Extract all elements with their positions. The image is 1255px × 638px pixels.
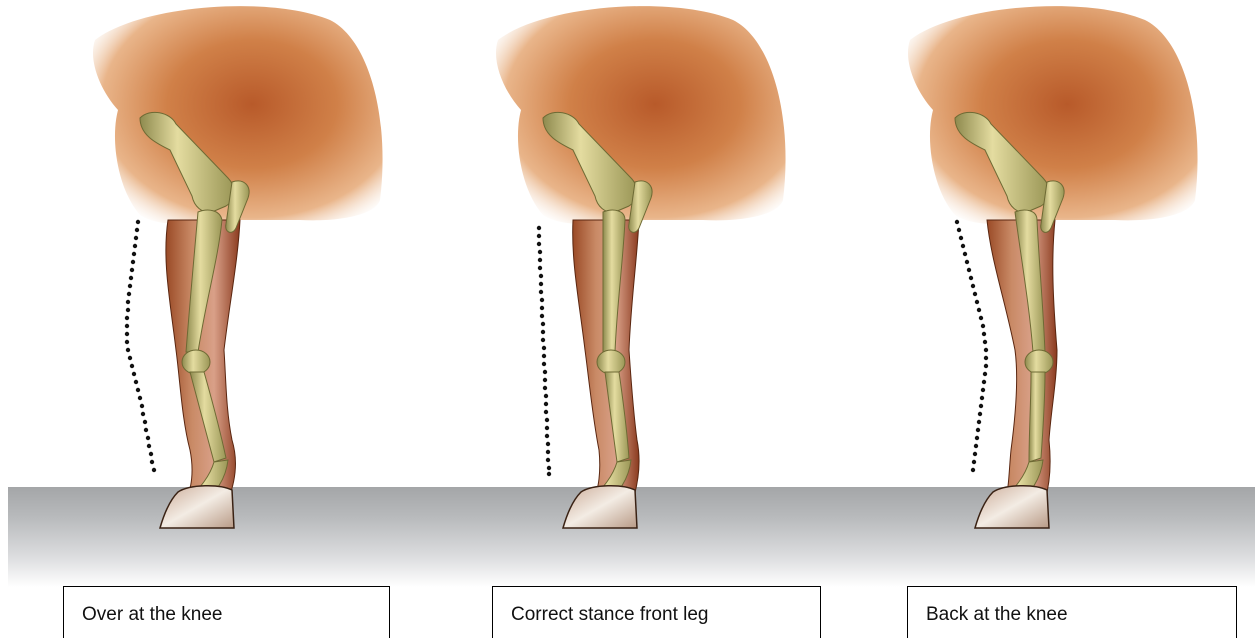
caption-back-at-knee: Back at the knee bbox=[907, 586, 1237, 638]
panel-back-at-knee bbox=[815, 0, 1235, 540]
caption-correct-stance: Correct stance front leg bbox=[492, 586, 821, 638]
panel-correct-stance bbox=[403, 0, 823, 540]
hoof bbox=[975, 486, 1049, 528]
hoof bbox=[563, 486, 637, 528]
panel-over-at-knee bbox=[0, 0, 420, 540]
caption-over-at-knee: Over at the knee bbox=[63, 586, 390, 638]
guide-dots-curve-back bbox=[955, 220, 988, 472]
guide-dots-curve bbox=[125, 220, 156, 472]
hoof bbox=[160, 486, 234, 528]
guide-dots-straight bbox=[537, 226, 551, 476]
